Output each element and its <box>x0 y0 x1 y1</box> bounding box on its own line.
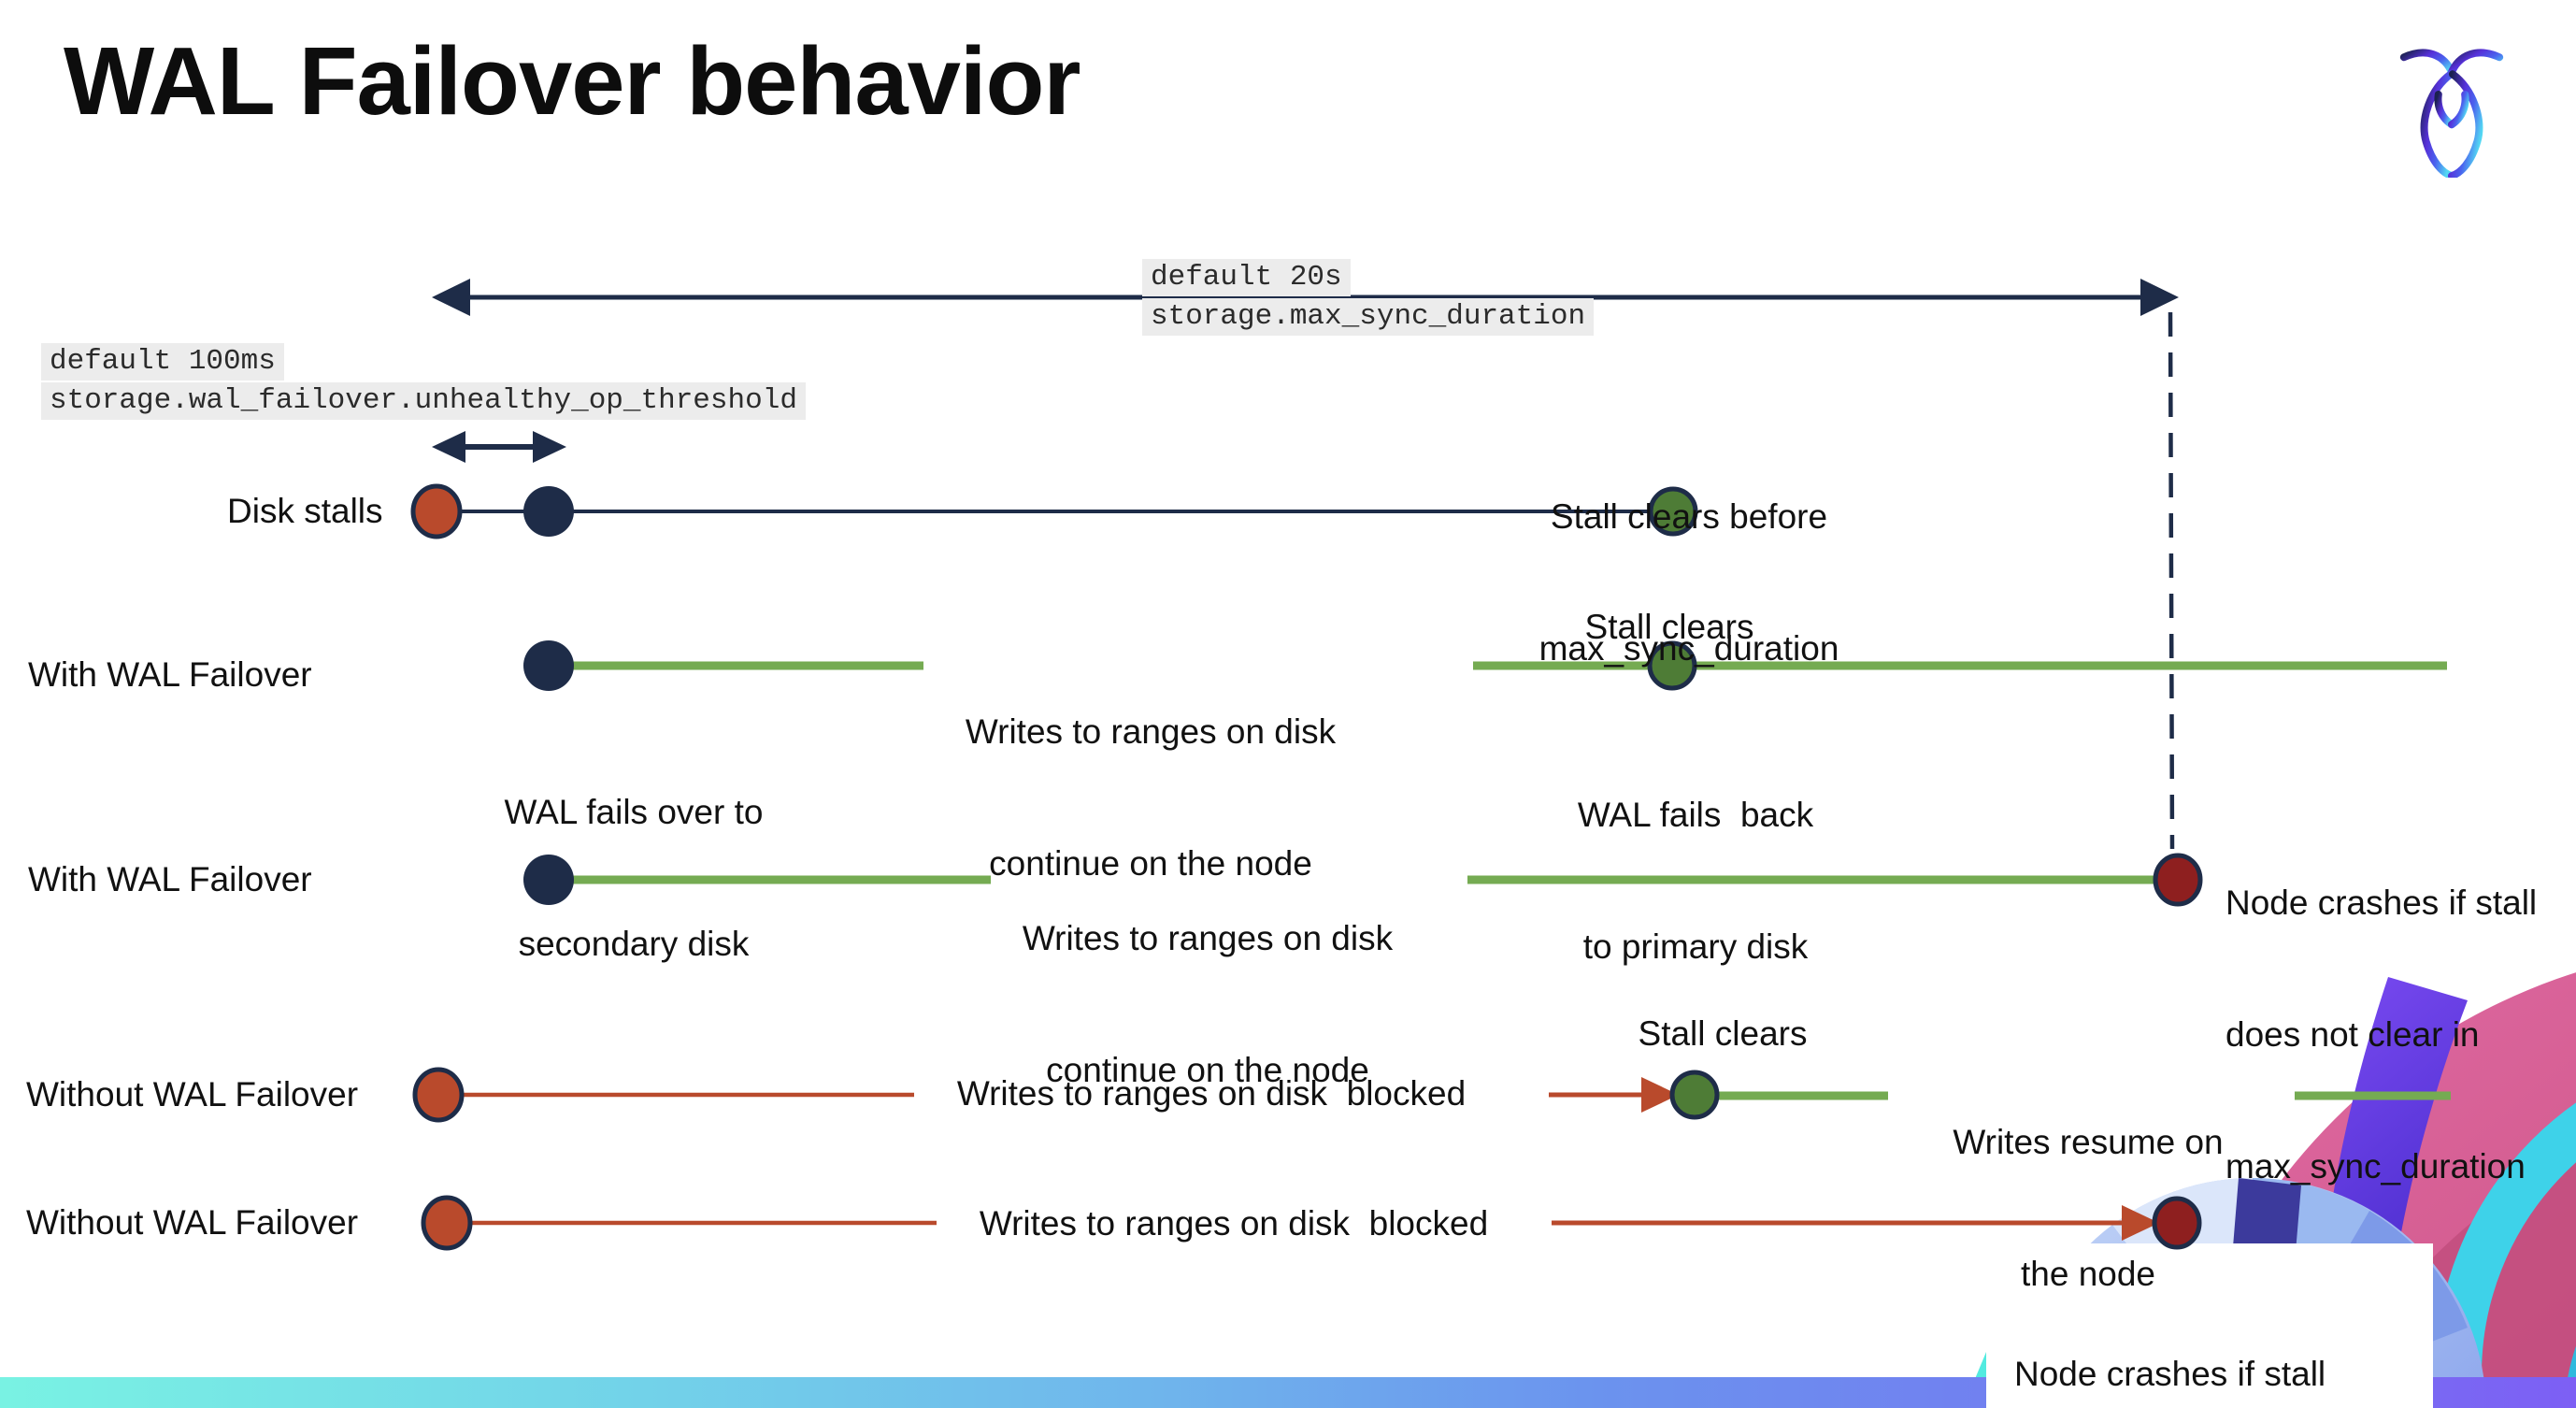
stall-clear-dot <box>1647 640 1697 691</box>
max-sync-deadline-dashed-line <box>2168 311 2175 850</box>
arrowhead <box>1641 1077 1679 1113</box>
stall-clear-dot <box>1648 486 1698 537</box>
failover-threshold-dot <box>523 486 574 537</box>
annotation-writes-blocked-5: Writes to ranges on disk blocked <box>979 1204 1489 1243</box>
timeline-row-without-failover-clears <box>412 1067 2451 1123</box>
annotation-writes-blocked-4: Writes to ranges on disk blocked <box>956 1074 1467 1113</box>
annotation-writes-resume: Writes resume on the node <box>1953 1123 2224 1293</box>
failover-dot <box>523 855 574 905</box>
setting-name-chip: storage.max_sync_duration <box>1142 298 1595 336</box>
max-sync-duration-arrow <box>432 279 2179 316</box>
setting-name-chip: storage.wal_failover.unhealthy_op_thresh… <box>41 382 806 420</box>
stall-clear-dot <box>1669 1070 1720 1120</box>
node-crash-dot <box>2153 853 2203 907</box>
node-crash-callout: Node crashes if stall does not clear in … <box>1986 1243 2433 1408</box>
row-label-with-wal-failover-2: With WAL Failover <box>28 860 312 898</box>
row-label-without-wal-failover-2: Without WAL Failover <box>26 1203 359 1242</box>
annotation-stall-clears-before: Stall clears before max_sync_duration <box>1538 497 1839 668</box>
annotation-node-crashes-3: Node crashes if stall does not clear in … <box>2225 884 2538 1185</box>
callout-line: Node crashes if stall <box>2014 1355 2326 1393</box>
annotation-writes-continue-1: Writes to ranges on disk continue on the… <box>965 712 1337 883</box>
arrowhead <box>2122 1205 2159 1241</box>
stall-start-dot <box>410 483 463 539</box>
setting-default-chip: default 100ms <box>41 343 284 381</box>
timeline-row-without-failover-crash <box>421 1195 2202 1251</box>
row-label-disk-stalls: Disk stalls <box>227 492 383 530</box>
failover-dot <box>523 640 574 691</box>
row-label-with-wal-failover-1: With WAL Failover <box>28 655 312 694</box>
timeline-row-disk-stalls <box>410 483 1698 539</box>
cockroach-labs-logo-icon <box>2399 49 2504 178</box>
annotation-stall-clears-2: Stall clears <box>1584 608 1754 646</box>
unhealthy-op-threshold-arrow <box>432 431 566 463</box>
stall-start-dot <box>421 1195 473 1251</box>
annotation-stall-clears-4: Stall clears <box>1638 1014 1808 1053</box>
unhealthy-op-threshold-label: default 100ms storage.wal_failover.unhea… <box>41 343 806 422</box>
timeline-row-with-failover-clears <box>523 640 2447 691</box>
max-sync-duration-label: default 20s storage.max_sync_duration <box>1142 259 1595 338</box>
annotation-wal-fails-back: WAL fails back to primary disk <box>1577 796 1814 966</box>
annotation-wal-fails-over: WAL fails over to secondary disk <box>504 793 764 963</box>
node-crash-dot <box>2152 1196 2202 1250</box>
timeline-row-with-failover-crash <box>523 853 2203 907</box>
annotation-writes-continue-2: Writes to ranges on disk continue on the… <box>1022 919 1394 1089</box>
setting-default-chip: default 20s <box>1142 259 1351 296</box>
page-title: WAL Failover behavior <box>64 27 1081 135</box>
stall-start-dot <box>412 1067 465 1123</box>
row-label-without-wal-failover-1: Without WAL Failover <box>26 1075 359 1113</box>
